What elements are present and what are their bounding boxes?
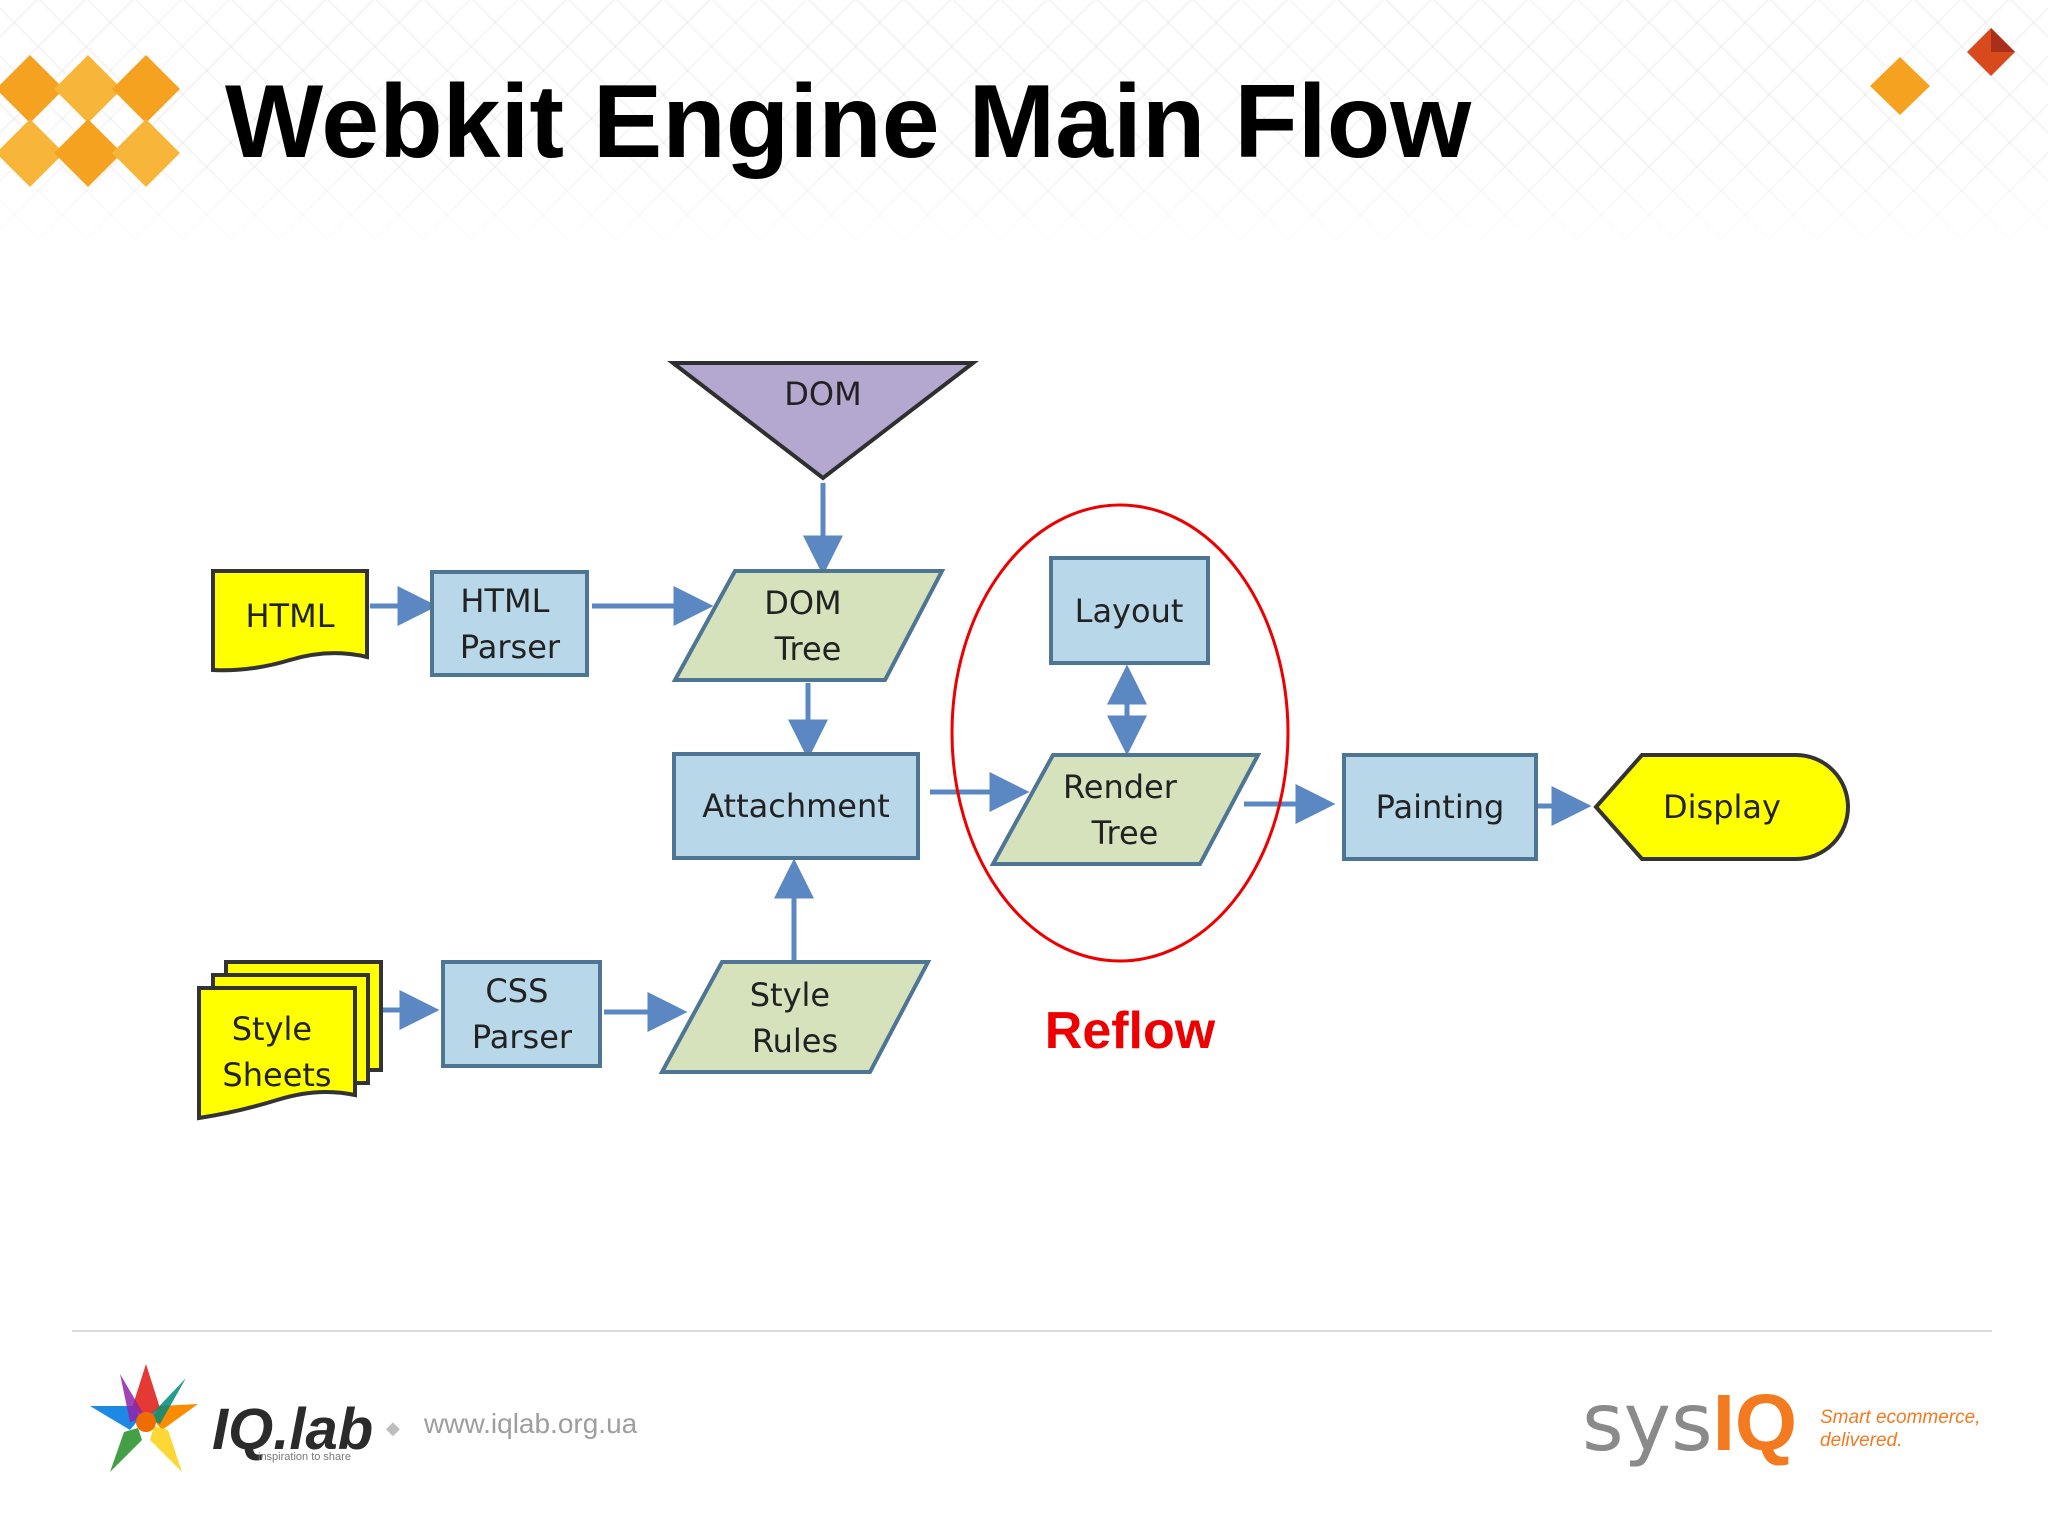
- layout-label: Layout: [1075, 592, 1184, 630]
- style-sheets-line1: Style: [232, 1010, 312, 1048]
- html-doc-label: HTML: [245, 597, 334, 635]
- iqlab-wordmark: IQ.lab: [212, 1397, 374, 1462]
- style-sheets-label: Style Sheets: [222, 1010, 331, 1094]
- render-tree-line2: Tree: [1091, 814, 1159, 852]
- diamond-2: [54, 55, 122, 123]
- style-sheet-front: [197, 986, 357, 1121]
- html-parser-label: HTML Parser: [460, 582, 561, 666]
- webkit-flow-diagram: DOM HTML HTML Parser DOM Tree Layout Att…: [197, 361, 1850, 1121]
- site-url-link[interactable]: www.iqlab.org.ua: [424, 1408, 638, 1439]
- layout-box: [1049, 556, 1210, 665]
- dom-tree-line2: Tree: [774, 630, 842, 668]
- orange-red-diamond-icon: [1870, 28, 2015, 115]
- footer-divider: [72, 1330, 1992, 1332]
- css-parser-box: [441, 960, 602, 1068]
- red-diamond-shade: [1991, 28, 2015, 52]
- css-parser-line2: Parser: [472, 1018, 573, 1056]
- painting-label: Painting: [1376, 788, 1505, 826]
- star-ray-purple: [120, 1374, 146, 1422]
- css-parser-line1: CSS: [485, 972, 548, 1010]
- html-parser-line1: HTML: [460, 582, 549, 620]
- star-ray-green: [110, 1428, 142, 1472]
- reflow-highlight-ellipse: [950, 503, 1290, 963]
- attachment-label: Attachment: [702, 787, 890, 825]
- dom-tree-shape: [671, 569, 946, 682]
- html-parser-line2: Parser: [460, 628, 561, 666]
- dom-triangle: [667, 361, 979, 481]
- render-tree-label: Render Tree: [1063, 768, 1187, 852]
- render-tree-line1: Render: [1063, 768, 1178, 806]
- style-rules-line2: Rules: [752, 1022, 838, 1060]
- style-rules-line1: Style: [750, 976, 830, 1014]
- css-parser-label: CSS Parser: [472, 972, 573, 1056]
- footer-separator-icon: ◆: [386, 1418, 400, 1439]
- painting-box: [1342, 753, 1538, 861]
- dom-tree-line1: DOM: [764, 584, 841, 622]
- connectors: [370, 483, 1592, 1032]
- star-core: [136, 1412, 156, 1432]
- display-label: Display: [1663, 788, 1781, 826]
- dom-tree-label: DOM Tree: [764, 584, 852, 668]
- style-sheets-line2: Sheets: [222, 1056, 331, 1094]
- sysiq-slogan: Smart ecommerce, delivered.: [1820, 1407, 1981, 1451]
- diamond-1: [0, 55, 64, 123]
- attachment-box: [672, 752, 920, 860]
- diamond-6: [112, 119, 180, 187]
- style-rules-label: Style Rules: [750, 976, 841, 1060]
- sysiq-logo-sys: sys: [1582, 1376, 1713, 1469]
- diamond-3: [112, 55, 180, 123]
- html-parser-box: [430, 570, 589, 677]
- render-tree-shape: [989, 753, 1262, 866]
- style-rules-shape: [658, 960, 932, 1074]
- header-pattern-band: [0, 0, 2048, 250]
- multicolor-star-logo-icon: [90, 1364, 198, 1472]
- star-ray-blue: [90, 1406, 140, 1430]
- diamond-4: [0, 119, 64, 187]
- star-ray-teal: [148, 1378, 186, 1424]
- dom-label: DOM: [784, 375, 861, 413]
- display-shape: [1593, 753, 1850, 861]
- diamond-5: [54, 119, 122, 187]
- small-orange-diamond: [1870, 57, 1930, 115]
- star-ray-red: [132, 1364, 160, 1418]
- html-document-shape: [211, 569, 369, 673]
- sysiq-logo: sysIQ: [1582, 1378, 1797, 1468]
- orange-diamond-pattern-icon: [0, 55, 180, 187]
- reflow-label: Reflow: [1045, 1002, 1216, 1060]
- star-ray-yellow: [150, 1426, 182, 1472]
- slide-title: Webkit Engine Main Flow: [225, 64, 1472, 180]
- iqlab-tagline: inspiration to share: [258, 1451, 351, 1463]
- sysiq-logo-iq: IQ: [1712, 1378, 1798, 1467]
